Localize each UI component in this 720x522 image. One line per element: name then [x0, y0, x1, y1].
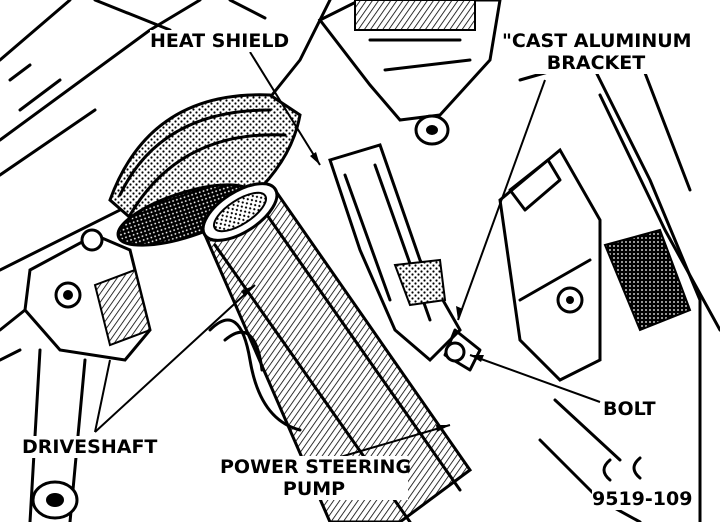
leader-pump: [329, 424, 451, 461]
arrow-heat-shield: [310, 152, 320, 165]
label-cast-aluminum-bracket: "CAST ALUMINUM BRACKET: [502, 30, 692, 74]
figure-number: 9519-109: [592, 488, 693, 510]
arrow-bolt: [470, 355, 484, 362]
leader-driveshaft-b: [94, 284, 256, 433]
cast-aluminum-bracket: [443, 147, 602, 382]
lower-left-bolt: [31, 480, 79, 520]
leader-bolt: [469, 354, 601, 403]
label-pump-line1: POWER STEERING: [220, 456, 412, 478]
label-heat-shield: HEAT SHIELD: [150, 30, 290, 52]
leader-driveshaft-a: [94, 359, 111, 433]
label-cast-aluminum-line2: BRACKET: [546, 52, 646, 74]
left-mount: [0, 228, 152, 522]
label-driveshaft: DRIVESHAFT: [22, 436, 158, 458]
center-assembly: [208, 143, 462, 432]
label-pump-line2: PUMP: [282, 478, 346, 500]
label-power-steering-pump: POWER STEERING PUMP: [220, 456, 412, 500]
right-housing: [518, 58, 720, 522]
label-bolt: BOLT: [603, 398, 656, 420]
label-cast-aluminum-line1: "CAST ALUMINUM: [502, 30, 692, 52]
leader-bracket: [457, 79, 546, 321]
arrow-pump: [436, 425, 450, 432]
leader-lines: [94, 51, 601, 461]
upper-housing: [317, 0, 502, 146]
arrow-bracket: [456, 306, 463, 320]
heat-shield: [108, 93, 302, 247]
arrow-driveshaft: [241, 285, 255, 297]
leader-heat-shield: [249, 51, 321, 166]
